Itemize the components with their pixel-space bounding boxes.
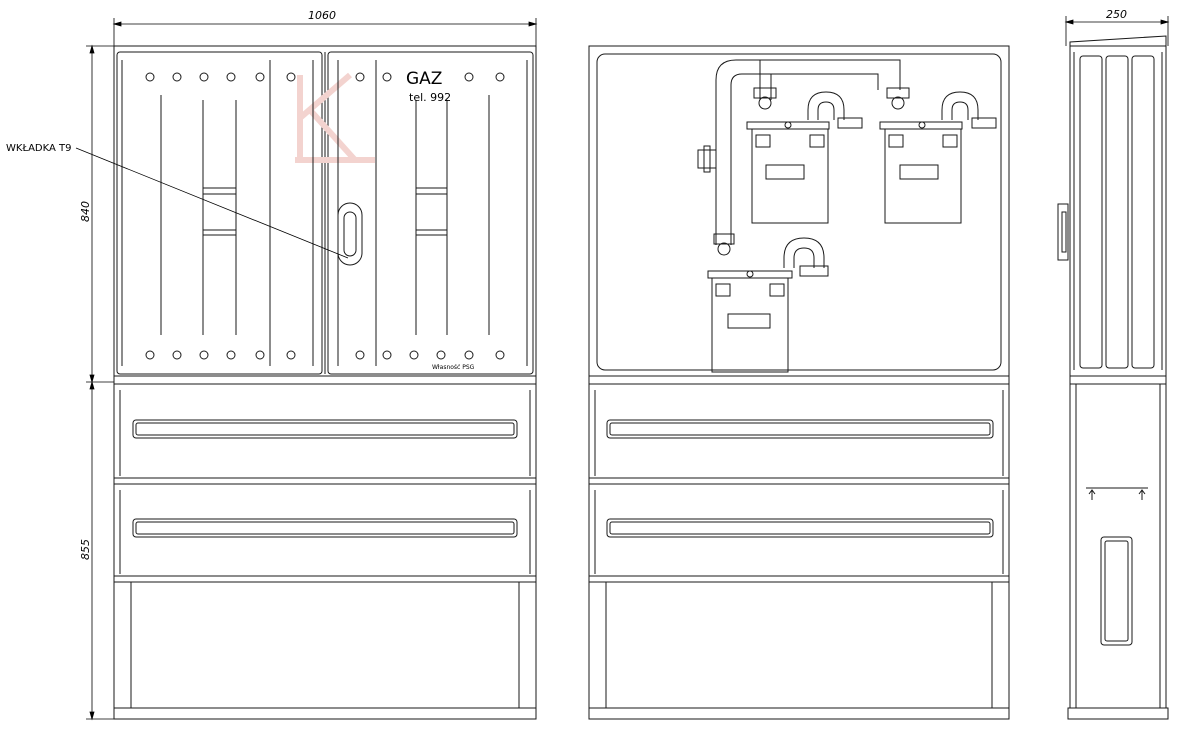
watermark-logo <box>295 72 375 163</box>
front-vent-lower <box>132 518 518 538</box>
side-upper-frame <box>1069 45 1167 377</box>
side-roof <box>1069 35 1167 46</box>
dimension-depth <box>1064 16 1170 46</box>
phone-label: tel. 992 <box>409 91 451 104</box>
gas-piping <box>697 59 910 256</box>
side-view <box>1057 35 1169 720</box>
open-interior <box>596 53 1002 371</box>
gas-meter-1 <box>746 91 863 224</box>
open-vent-lower <box>606 518 994 538</box>
side-vent <box>1100 536 1133 646</box>
front-left-door <box>116 51 323 375</box>
front-vent-upper <box>132 419 518 439</box>
dimension-width <box>112 18 538 46</box>
front-lower-frame <box>113 383 537 709</box>
dimension-depth-label: 250 <box>1106 8 1127 21</box>
open-vent-upper <box>606 419 994 439</box>
door-bolts <box>145 72 505 360</box>
insert-label: WKŁADKA T9 <box>6 143 71 154</box>
front-right-door <box>327 51 534 375</box>
insert-leader <box>75 147 349 259</box>
dimension-upper-label: 840 <box>79 201 92 222</box>
dimension-width-label: 1060 <box>308 9 336 22</box>
door-lock <box>337 202 363 266</box>
dimension-height <box>86 44 114 721</box>
open-upper-frame <box>588 45 1010 377</box>
gas-label: GAZ <box>406 69 442 89</box>
ownership-label: Własność PSG <box>432 364 475 371</box>
side-lower-frame <box>1069 383 1167 709</box>
gas-meter-3 <box>707 237 829 373</box>
open-view <box>588 45 1010 720</box>
open-lower-frame <box>588 383 1010 709</box>
side-lock <box>1057 203 1069 261</box>
front-view <box>113 45 537 720</box>
gas-meter-2 <box>879 91 997 224</box>
dimension-lower-label: 855 <box>79 539 92 560</box>
